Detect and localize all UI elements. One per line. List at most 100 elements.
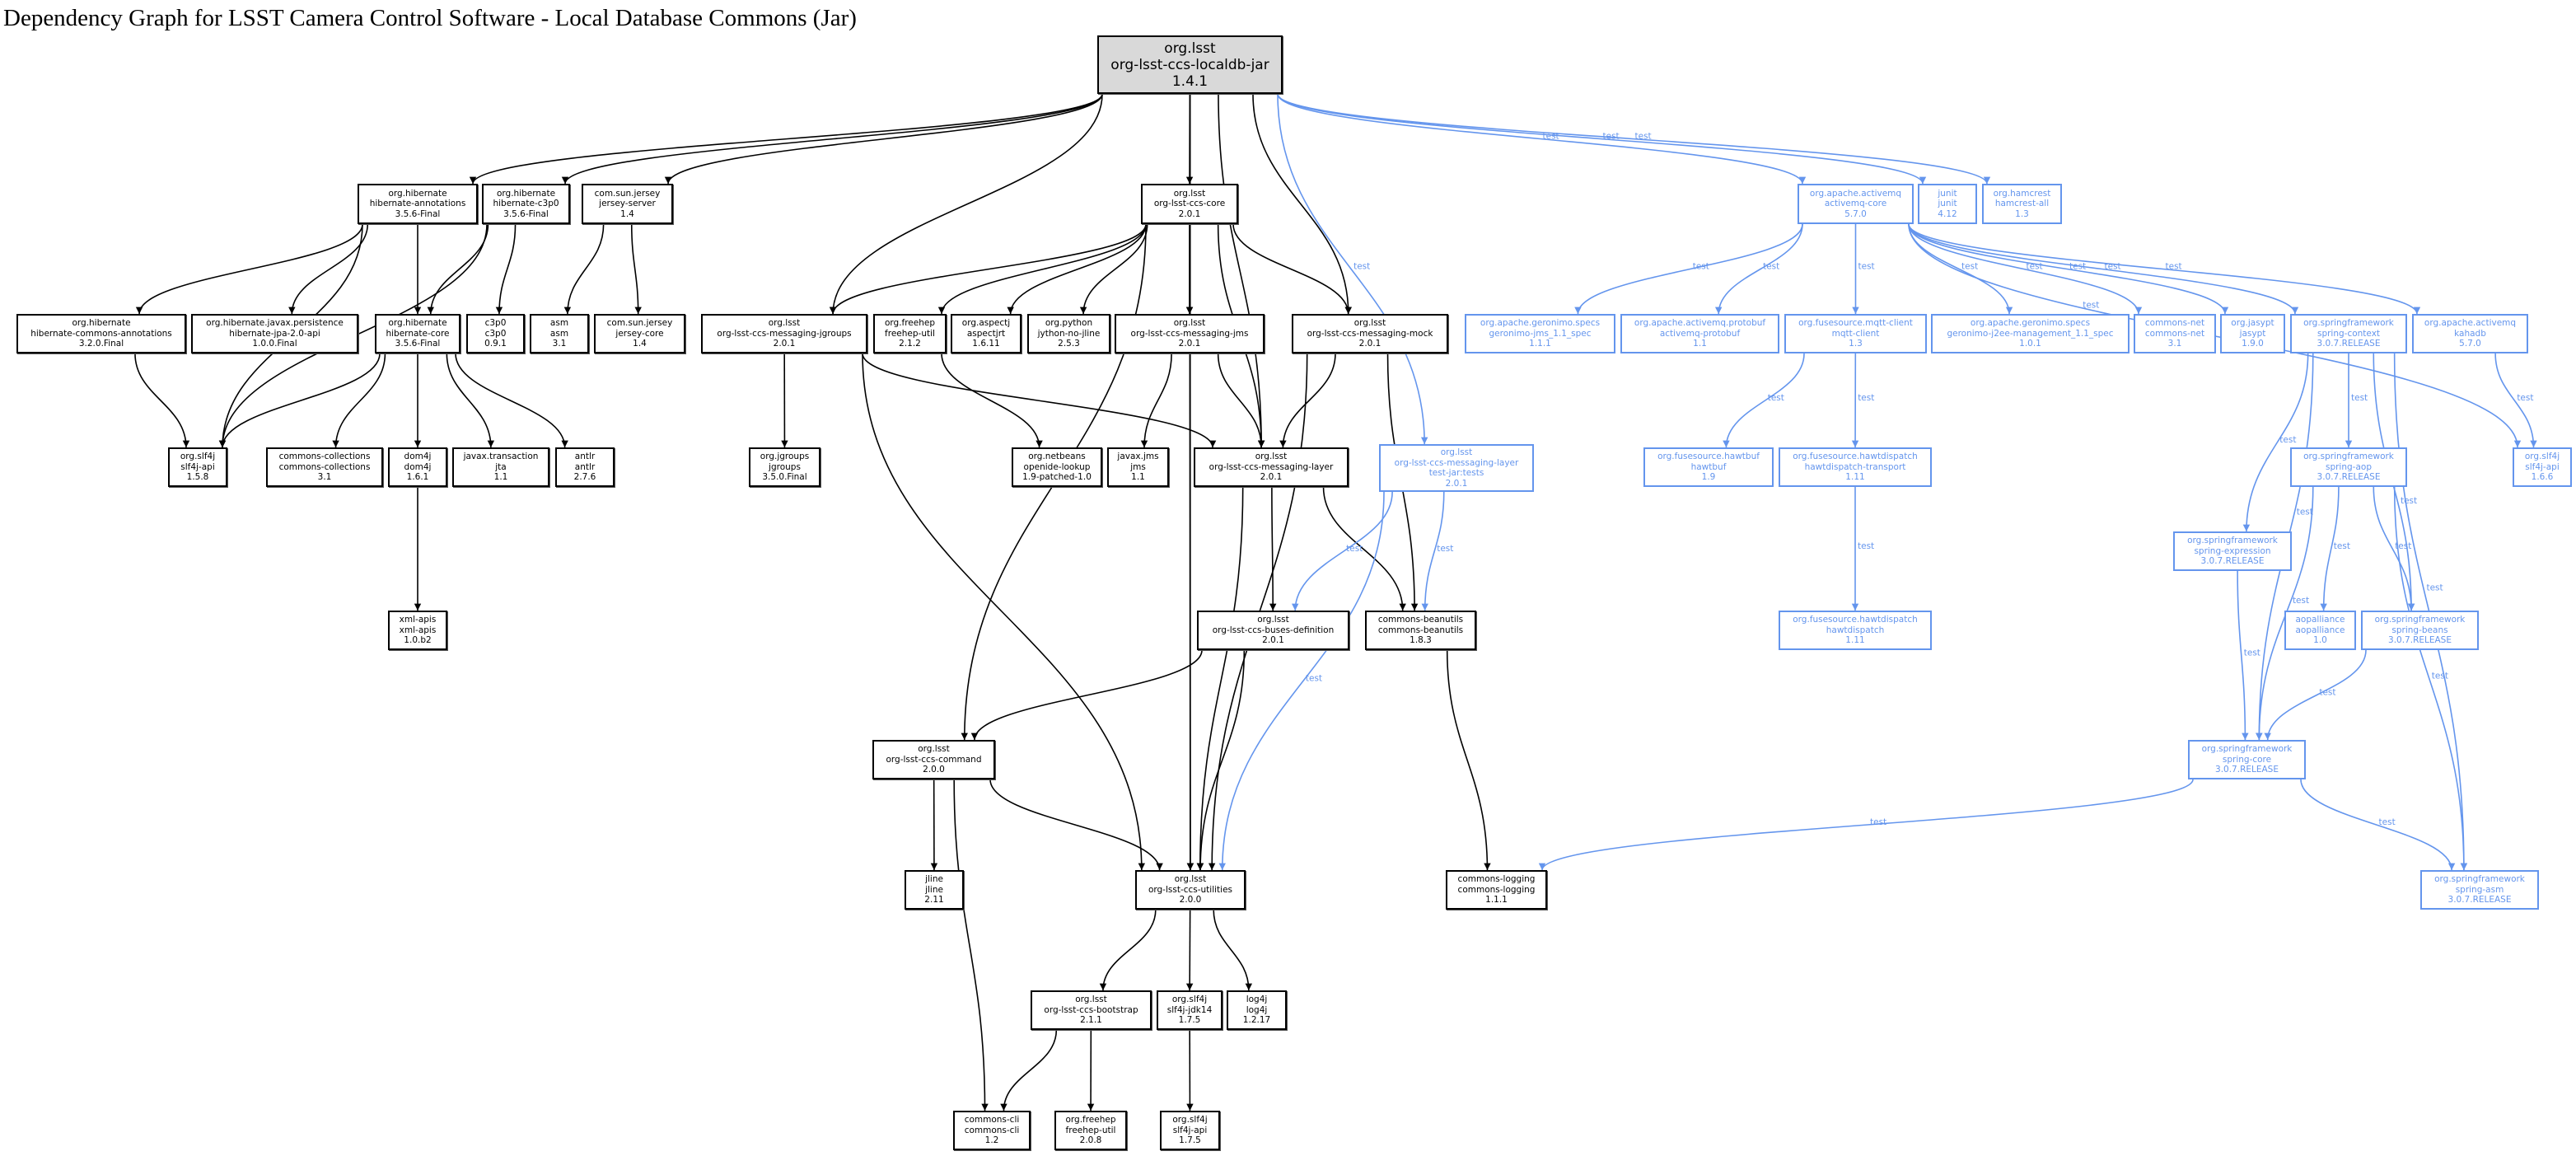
edge-root-layer [1218,93,1265,448]
node-artifact-id: spring-core [2222,754,2272,765]
edge-jms-layer [1217,353,1265,448]
node-artifact-id: jersey-server [599,199,656,209]
node-version: 5.7.0 [1844,208,1867,219]
node-group-id: commons-beanutils [1377,615,1464,625]
node-artifact-id: commons-collections [278,461,371,472]
node-group-id: org.fusesource.hawtdispatch [1793,615,1918,625]
edge-command-cli [953,779,989,1112]
node-group-id: org.springframework [2187,536,2278,546]
edge-util-boot [1099,909,1157,991]
edge-root-mock [1252,93,1352,315]
edge-buses-command [970,649,1203,741]
node-group-id: org.hibernate [388,318,447,329]
node-artifact-id: xml-apis [399,625,437,635]
node-version: 3.0.7.RELEASE [2317,472,2381,483]
node-artifact-id: aspectjrt [966,328,1006,339]
node-version: 1.6.1 [406,472,429,483]
edge-kahadb-slf166 [2494,353,2537,448]
node-group-id: com.sun.jersey [606,318,673,329]
node-artifact-id: jython-no-jline [1037,328,1101,339]
node-version: 1.11 [1845,635,1865,646]
node-artifact-id: org-lsst-ccs-messaging-jgroups [717,328,852,339]
node-version: 2.0.1 [1358,339,1382,349]
node-version: 1.6.6 [2531,472,2554,483]
node-version: 5.7.0 [2459,339,2481,349]
edge-saop-aop [2320,486,2340,611]
node-group-id: org.lsst [1173,318,1206,329]
node-group-id: org.slf4j [1172,1115,1208,1126]
node-artifact-id: commons-logging [1457,884,1536,895]
node-group-id: org.hibernate [496,188,556,199]
node-group-id: dom4j [404,452,432,462]
node-version: 2.7.6 [573,472,596,483]
edge-mqtt-hawtbuf [1723,353,1805,448]
node-artifact-id: org-lsst-ccs-messaging-layer [1394,457,1519,468]
node-group-id: commons-logging [1457,874,1536,885]
node-artifact-id: spring-asm [2455,884,2504,895]
edge-hcore-antlr [455,353,568,448]
